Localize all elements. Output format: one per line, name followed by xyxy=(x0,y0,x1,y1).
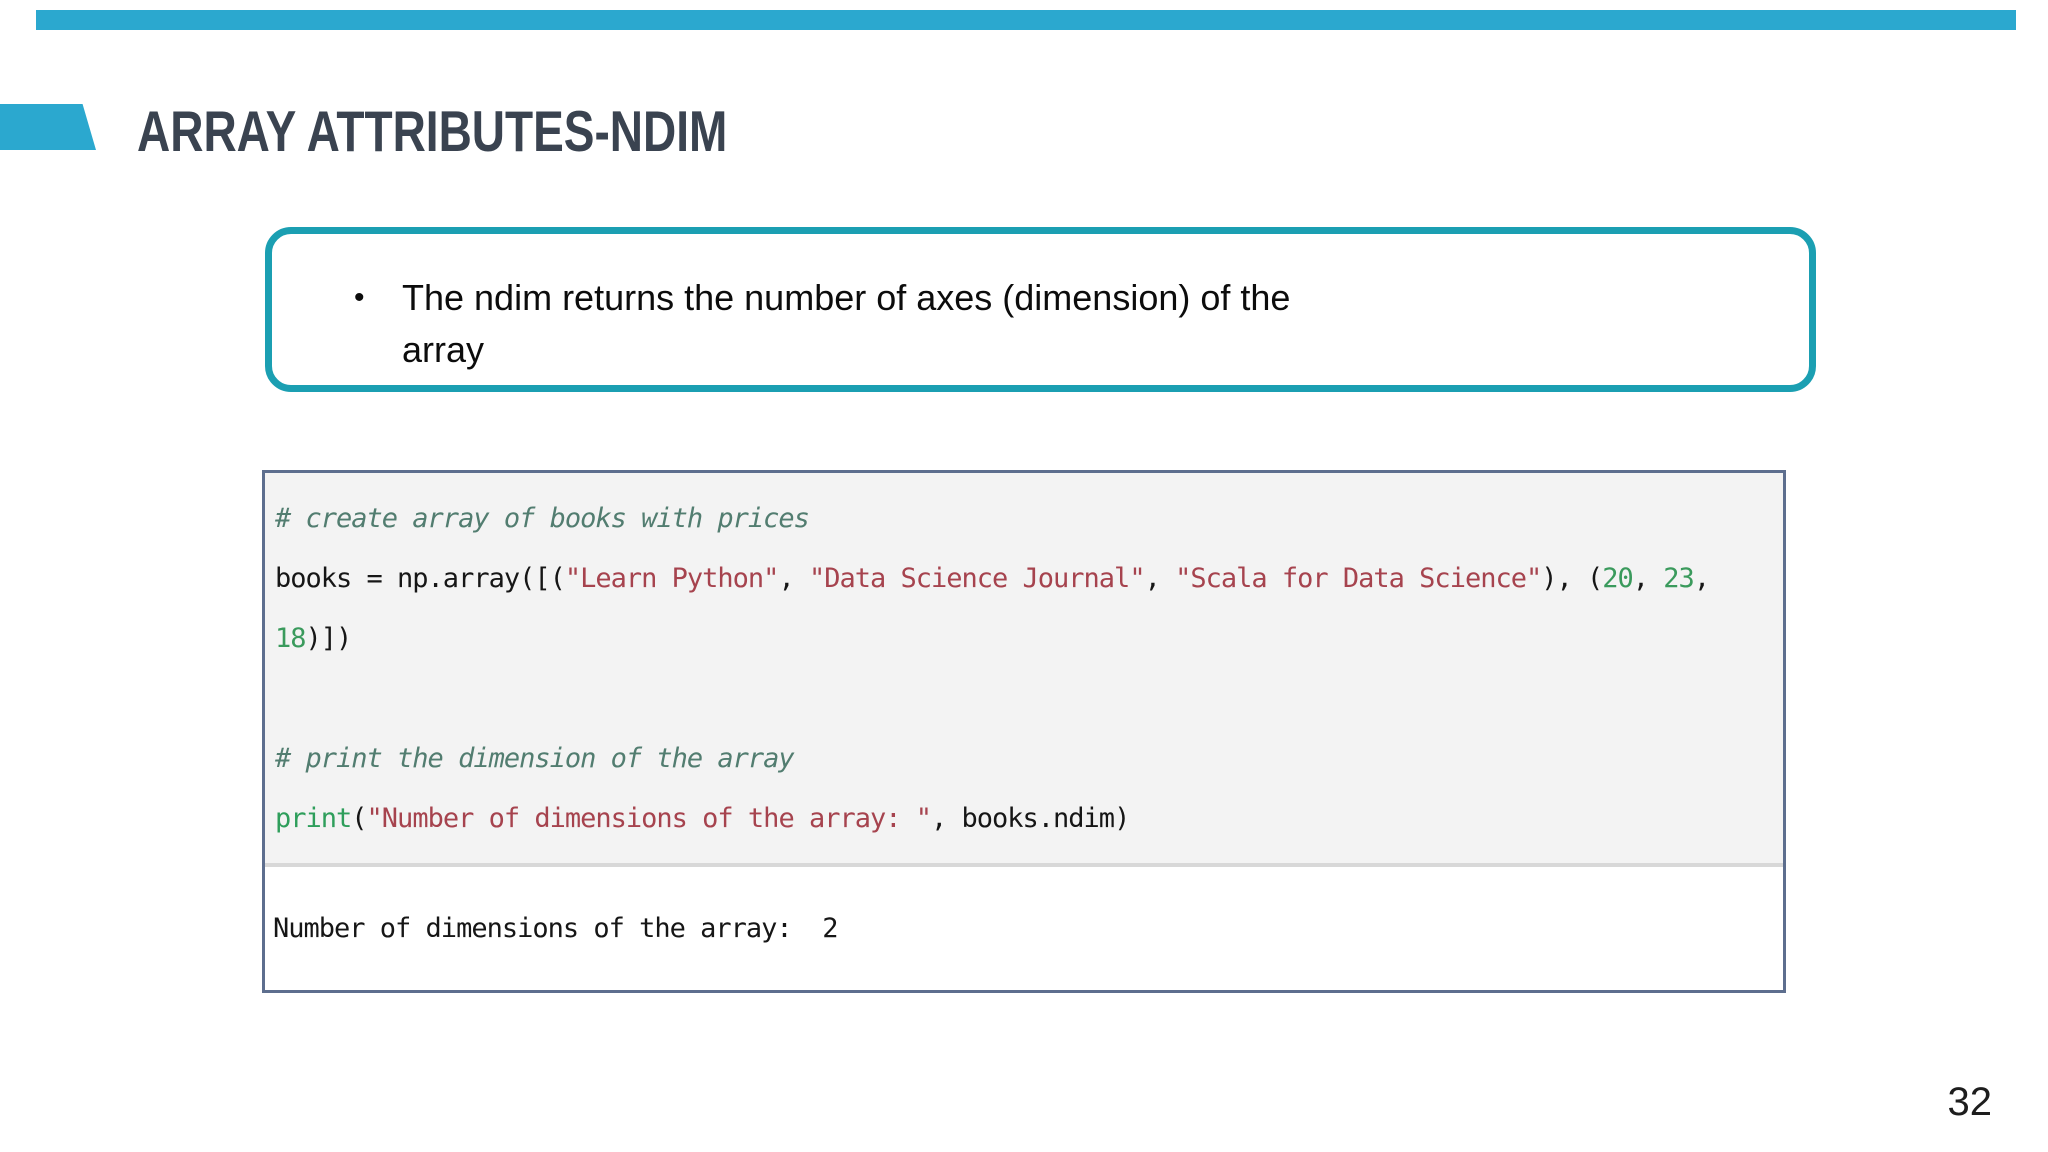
code-line-comment2: # print the dimension of the array xyxy=(275,743,795,774)
code-input-area: # create array of books with prices books… xyxy=(265,473,1783,867)
title-accent-shape xyxy=(0,104,96,150)
page-number: 32 xyxy=(1947,1080,1993,1124)
code-output-text: Number of dimensions of the array: 2 xyxy=(273,912,838,944)
jupyter-cell: # create array of books with prices books… xyxy=(262,470,1786,993)
code-output-area: Number of dimensions of the array: 2 xyxy=(265,867,1783,989)
callout-text-line1: The ndim returns the number of axes (dim… xyxy=(402,277,1291,318)
code-line-comment1: # create array of books with prices xyxy=(275,503,810,534)
callout-box: • The ndim returns the number of axes (d… xyxy=(265,227,1816,392)
code-line-array: books = np.array([("Learn Python", "Data… xyxy=(275,563,1725,654)
bullet-marker: • xyxy=(354,281,365,314)
code-line-print: print("Number of dimensions of the array… xyxy=(275,803,1130,834)
callout-text-line2: array xyxy=(402,329,485,370)
code-text: # create array of books with prices books… xyxy=(275,489,1773,849)
callout-content: • The ndim returns the number of axes (d… xyxy=(272,234,1809,376)
top-accent-bar xyxy=(36,10,2016,30)
callout-text: The ndim returns the number of axes (dim… xyxy=(402,272,1290,376)
page-title: ARRAY ATTRIBUTES-NDIM xyxy=(137,98,728,164)
code-line-blank xyxy=(275,669,1773,729)
